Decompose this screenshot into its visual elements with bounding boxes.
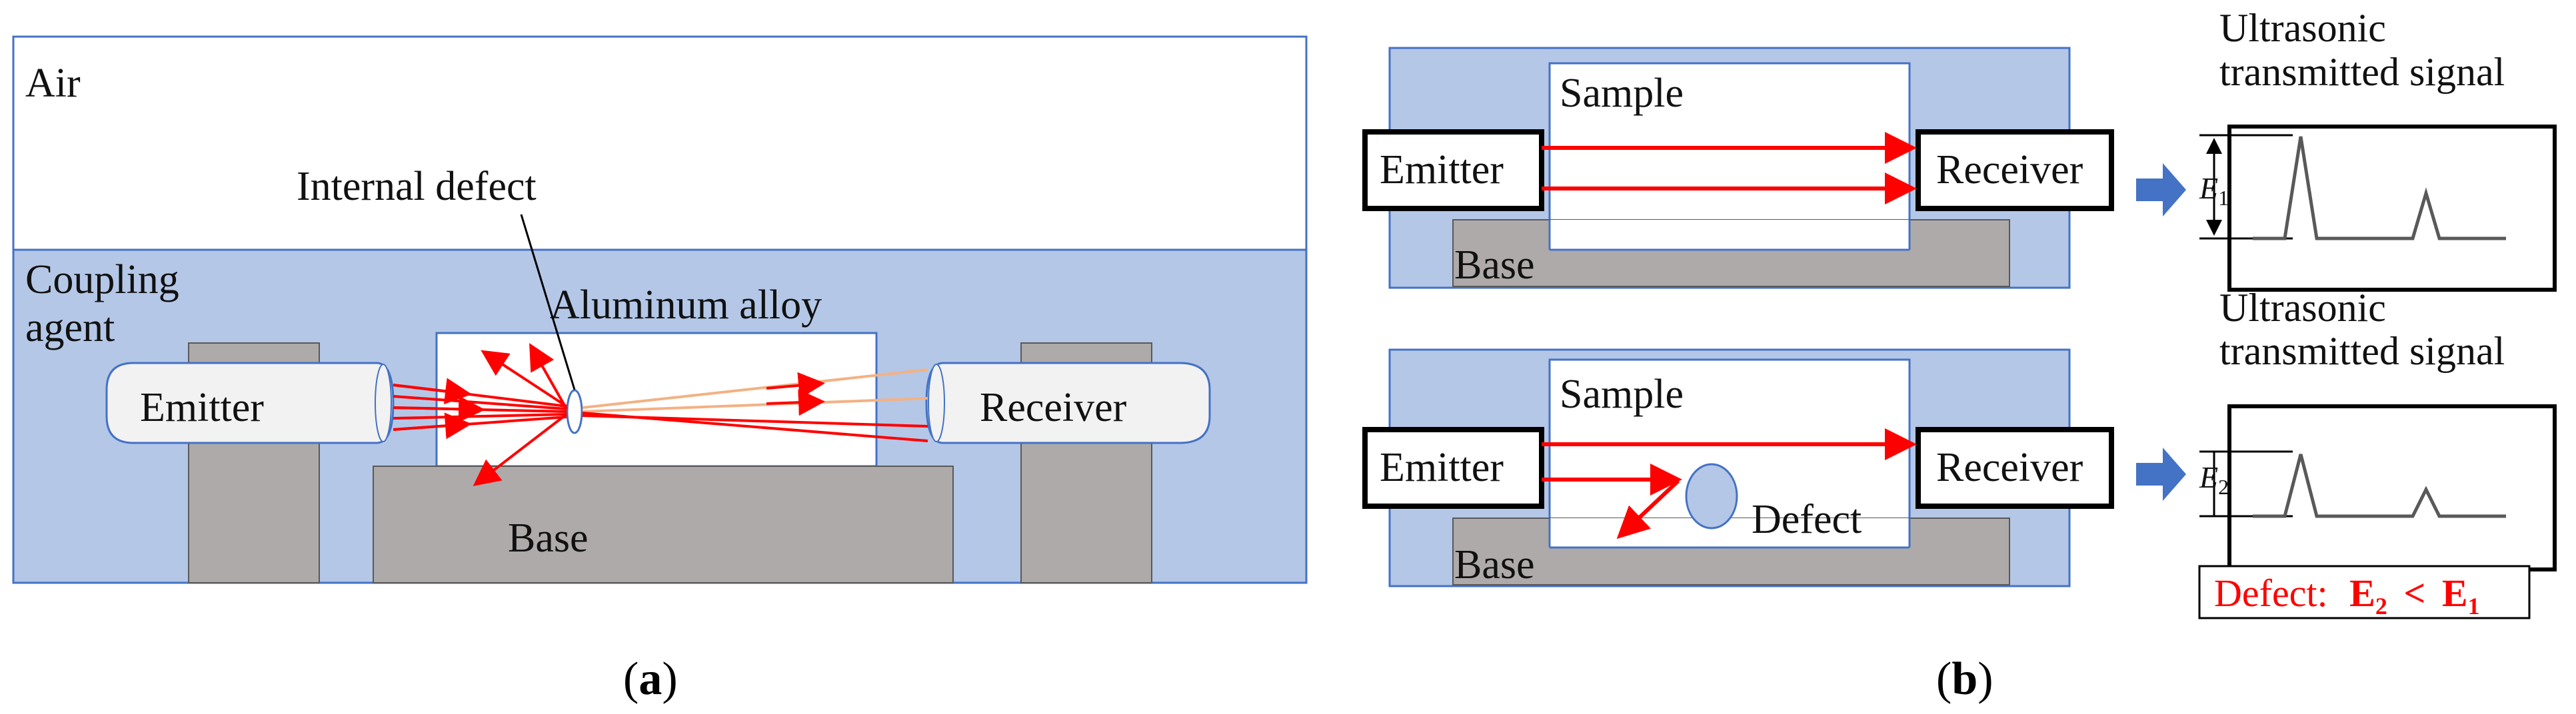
sample-top-overlay xyxy=(1550,220,1910,250)
signal-title-top-line2: transmitted signal xyxy=(2219,50,2505,94)
sample-label-top: Sample xyxy=(1560,71,1684,116)
sample-top xyxy=(1548,62,1911,251)
ray-bottom-reflect xyxy=(1616,479,1680,539)
receiver-label-bottom: Receiver xyxy=(1936,445,2083,490)
receiver-face xyxy=(928,364,945,442)
receiver-holder-top xyxy=(1020,342,1152,364)
amplitude-label-bottom: E2 xyxy=(2199,460,2229,499)
emitter-face xyxy=(375,364,392,442)
base-label-bottom: Base xyxy=(1454,542,1535,587)
scattered-rays xyxy=(473,343,568,486)
emitter-box-bottom xyxy=(1362,427,1544,509)
receiver-box-top xyxy=(1916,129,2114,211)
signal-box-top xyxy=(2227,125,2557,292)
coupling-label-line1: Coupling xyxy=(25,257,179,302)
internal-defect-label: Internal defect xyxy=(297,164,537,209)
defect-leader-line xyxy=(520,214,576,390)
signal-trace-top xyxy=(2253,136,2506,240)
receiver-holder-post xyxy=(1020,442,1152,583)
transmitted-rays xyxy=(582,368,928,442)
conclusion-box xyxy=(2198,565,2531,619)
emitter-label-top: Emitter xyxy=(1380,147,1504,192)
emitter-label: Emitter xyxy=(140,385,264,430)
caption-a: (a) xyxy=(623,653,678,705)
amplitude-label-top: E1 xyxy=(2199,171,2229,210)
conclusion-text: Defect: E2 < E1 xyxy=(2214,571,2480,623)
base-block xyxy=(373,466,954,583)
signal-trace-bottom xyxy=(2253,454,2506,518)
sample-label: Aluminum alloy xyxy=(550,282,822,328)
blue-arrow-bottom xyxy=(2136,448,2186,501)
air-region xyxy=(12,35,1308,251)
defect-label: Defect xyxy=(1752,497,1862,542)
sample-label-bottom: Sample xyxy=(1560,372,1684,417)
ray-arrow-3 xyxy=(393,412,472,440)
receiver-label-top: Receiver xyxy=(1936,147,2083,192)
incident-rays xyxy=(393,378,567,440)
caption-b: (b) xyxy=(1936,653,1993,705)
ray-arrow-1 xyxy=(393,378,472,405)
coupling-label-line2: agent xyxy=(25,305,115,350)
transmit-arrow-2 xyxy=(766,389,825,416)
internal-defect xyxy=(566,389,583,434)
panel-b-bottom: Sample Base Emitter Receiver Defect Ultr… xyxy=(1362,286,2557,705)
base-label-top: Base xyxy=(1454,242,1535,288)
emitter-holder-post xyxy=(188,442,320,583)
signal-title-bottom-line2: transmitted signal xyxy=(2219,329,2505,373)
blue-arrow-top xyxy=(2136,163,2186,216)
emitter-holder-top xyxy=(188,342,320,364)
emitter-label-bottom: Emitter xyxy=(1380,445,1504,490)
receiver-box-bottom xyxy=(1916,427,2114,509)
emitter-transducer xyxy=(105,362,395,444)
panel-a: Air Coupling agent Aluminum alloy Base E… xyxy=(12,35,1308,705)
transmit-arrow-1 xyxy=(766,372,825,399)
air-label: Air xyxy=(25,61,81,106)
receiver-transducer xyxy=(925,362,1211,444)
panel-b-top: Sample Base Emitter Receiver Ultrasonic … xyxy=(1362,6,2557,292)
base-label: Base xyxy=(508,516,589,561)
signal-box-bottom xyxy=(2227,404,2557,571)
signal-title-top-line1: Ultrasonic xyxy=(2219,6,2386,50)
receiver-label: Receiver xyxy=(980,385,1127,430)
emitter-box-top xyxy=(1362,129,1544,211)
ray-arrow-2 xyxy=(393,396,485,423)
signal-title-bottom-line1: Ultrasonic xyxy=(2219,286,2386,330)
defect-circle xyxy=(1685,463,1738,530)
